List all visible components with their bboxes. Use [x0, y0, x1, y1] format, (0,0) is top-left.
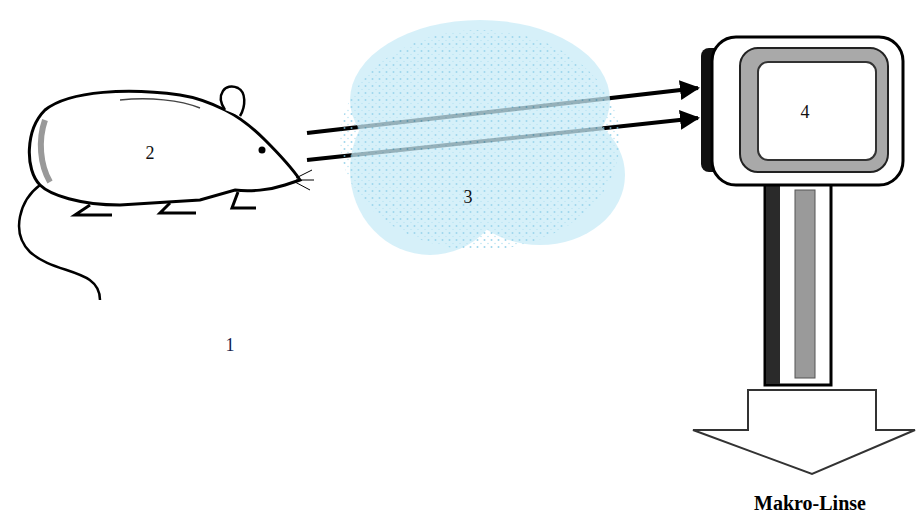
callout-number: 4 — [801, 103, 810, 121]
down-arrow — [693, 390, 915, 474]
camera-handle — [765, 183, 831, 385]
callout-number: 1 — [226, 336, 235, 354]
part-name: Makro-Linse — [754, 493, 866, 513]
callout-number: 2 — [146, 144, 155, 162]
camera: 4 — [700, 35, 907, 187]
callout-number: 3 — [464, 188, 473, 206]
mouse: 2 — [0, 80, 305, 220]
cloud: 3 — [345, 10, 635, 275]
cloud-figure — [345, 10, 635, 275]
